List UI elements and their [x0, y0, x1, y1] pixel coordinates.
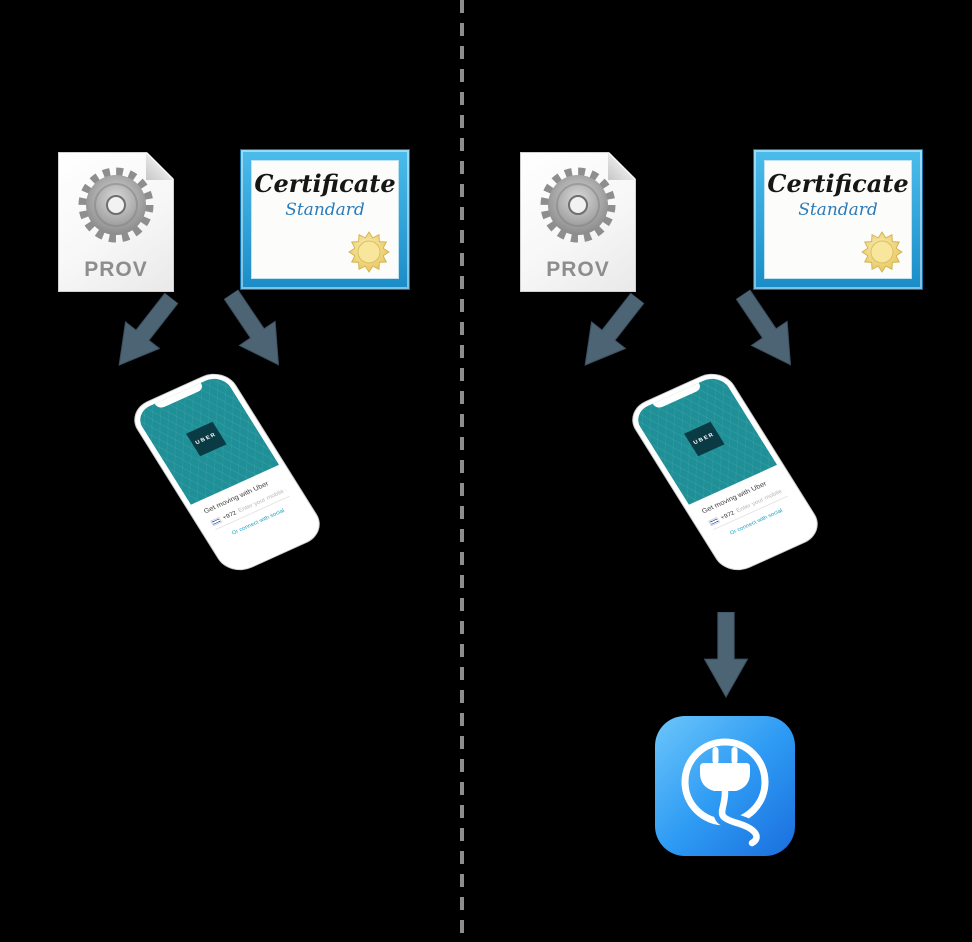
country-code: +972	[719, 509, 736, 521]
gold-seal-icon	[348, 231, 390, 273]
phone-screen: UBER Get moving with Uber +972 Enter you…	[631, 373, 819, 571]
phone-body: UBER Get moving with Uber +972 Enter you…	[126, 367, 328, 577]
prov-file-icon: PROV	[520, 152, 636, 292]
certificate-title: Certificate	[254, 169, 396, 198]
phone-notch	[154, 382, 205, 410]
prov-file-icon: PROV	[58, 152, 174, 292]
country-flag-icon	[708, 516, 721, 527]
scenario-panel-right: PROV Certificate Standard	[464, 0, 972, 942]
certificate-paper: Certificate Standard	[764, 160, 912, 279]
gear-icon	[533, 161, 623, 251]
phone-body: UBER Get moving with Uber +972 Enter you…	[624, 367, 826, 577]
uber-logo: UBER	[684, 421, 725, 457]
iphone-uber-app: UBER Get moving with Uber +972 Enter you…	[126, 367, 328, 577]
certificate-icon: Certificate Standard	[753, 149, 923, 290]
uber-logo-text: UBER	[194, 432, 218, 446]
prov-label: PROV	[84, 258, 148, 281]
power-plug-app-icon	[655, 716, 795, 856]
certificate-title: Certificate	[767, 169, 909, 198]
certificate-icon: Certificate Standard	[240, 149, 410, 290]
country-flag-icon	[210, 516, 223, 527]
arrow-cert-to-phone-icon	[724, 281, 810, 378]
iphone-uber-app: UBER Get moving with Uber +972 Enter you…	[624, 367, 826, 577]
arrow-prov-to-phone-icon	[566, 284, 655, 380]
arrow-prov-to-phone-icon	[100, 284, 189, 380]
uber-logo: UBER	[186, 421, 227, 457]
panel-divider	[460, 0, 464, 942]
country-code: +972	[221, 509, 238, 521]
phone-screen: UBER Get moving with Uber +972 Enter you…	[133, 373, 321, 571]
scenario-panel-left: PROV Certificate Standard	[0, 0, 462, 942]
uber-logo-text: UBER	[692, 432, 716, 446]
arrow-phone-to-plugin-icon	[703, 612, 749, 698]
certificate-subtitle: Standard	[798, 200, 878, 220]
gear-icon	[71, 161, 161, 251]
phone-notch	[652, 382, 703, 410]
gold-seal-icon	[861, 231, 903, 273]
certificate-subtitle: Standard	[285, 200, 365, 220]
certificate-paper: Certificate Standard	[251, 160, 399, 279]
arrow-cert-to-phone-icon	[212, 281, 298, 378]
prov-label: PROV	[546, 258, 610, 281]
